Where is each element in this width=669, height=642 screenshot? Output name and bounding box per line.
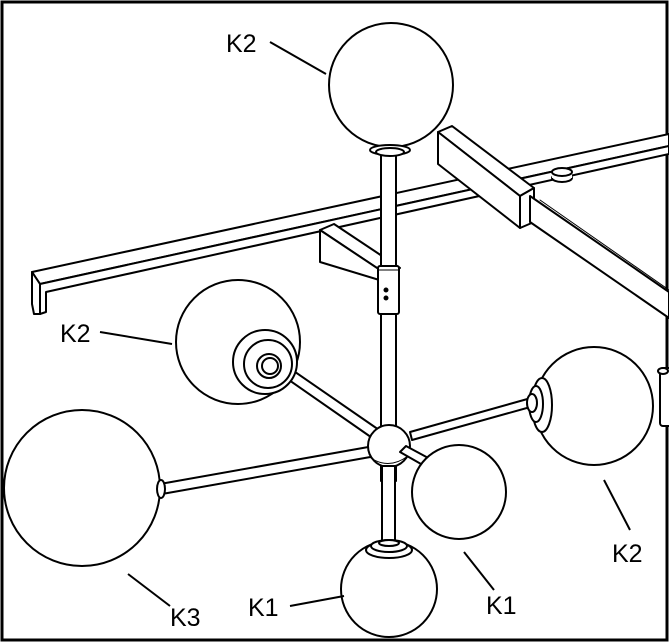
right-socket-partial (657, 367, 669, 427)
center-hub (367, 424, 411, 468)
globe-k1-bottom (340, 539, 438, 638)
callout-k2-right: K2 (612, 540, 643, 568)
ceiling-bar-cross-right (529, 195, 669, 319)
globe-k2-left (175, 279, 301, 405)
leader-k3 (127, 573, 171, 607)
callout-k1-front: K1 (486, 592, 517, 620)
lower-rod (381, 465, 396, 547)
globe-k2-top (328, 22, 454, 157)
callout-k2-left: K2 (60, 320, 91, 348)
leader-lines (99, 41, 631, 607)
mount-screw (551, 167, 573, 183)
callout-k2-top: K2 (226, 30, 257, 58)
leader-k2-right (603, 479, 631, 531)
globe-k3 (3, 409, 166, 567)
leader-k2-top (269, 41, 327, 75)
globe-k1-front (411, 444, 507, 540)
leader-k1-bottom (289, 595, 345, 607)
callout-k3: K3 (170, 604, 201, 632)
callout-k1-bottom: K1 (248, 594, 279, 622)
globe-k2-right (526, 346, 654, 466)
ceiling-bar-cross-back (437, 125, 535, 229)
leader-k2-left (99, 331, 173, 345)
leader-k1-front (463, 551, 495, 591)
